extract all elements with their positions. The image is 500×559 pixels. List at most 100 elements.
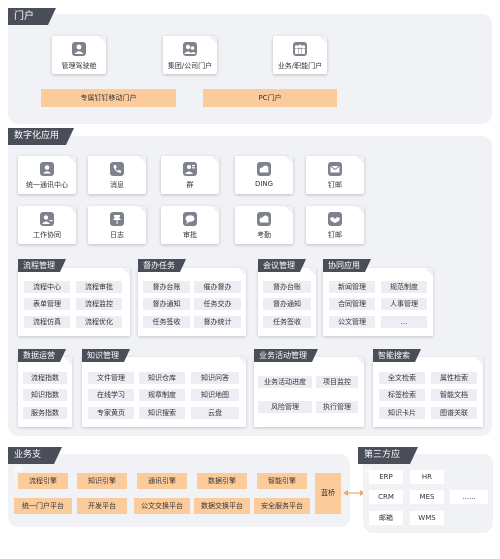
app-unified-comm[interactable]: 统一通讯中心 [18,156,76,194]
third-item-mailbox[interactable]: 邮箱 [369,511,403,525]
app-label: 消息 [110,181,124,189]
flow-item[interactable]: 流程优化 [76,316,122,328]
engine-flow[interactable]: 流程引擎 [18,473,68,489]
engine-knowledge[interactable]: 知识引擎 [77,473,127,489]
third-item-hr[interactable]: HR [410,470,444,484]
app-attendance[interactable]: 考勤 [235,206,293,244]
mobile-portal-bar[interactable]: 专属钉钉移动门户 [41,89,176,107]
app-log[interactable]: 日志 [88,206,146,244]
phone-icon [110,162,124,176]
flow-item[interactable]: 流程仿真 [24,316,70,328]
app-group[interactable]: 群 [161,156,219,194]
collab-item[interactable]: 公文管理 [329,316,375,328]
search-item[interactable]: 知识卡片 [379,407,425,419]
search-item[interactable]: 智能文档 [431,389,477,401]
bizprog-item[interactable]: 风险管理 [258,401,312,413]
supervise-item[interactable]: 催办督办 [194,281,241,293]
knowledge-item[interactable]: 专家黄页 [88,407,134,419]
collab-item[interactable]: 合同管理 [329,298,375,310]
ops-item[interactable]: 流程指数 [23,372,67,384]
knowledge-item[interactable]: 知识仓库 [139,372,185,384]
app-mail[interactable]: 钉邮 [306,156,364,194]
bizprog-item[interactable]: 业务活动进度 [258,376,312,388]
platform-data-exchange[interactable]: 数据交换平台 [194,498,250,514]
bridge-block[interactable]: 蓝桥 [315,473,341,514]
collab-item[interactable]: 人事管理 [381,298,427,310]
knowledge-item[interactable]: 知识搜索 [139,407,185,419]
knowledge-item[interactable]: 文件管理 [88,372,134,384]
third-title: 第三方应用 [358,447,418,477]
meeting-item[interactable]: 督办台账 [263,281,311,293]
search-item[interactable]: 全文检索 [379,372,425,384]
collab-item[interactable]: ... [381,316,427,328]
section-supervise-title: 督办任务 [138,259,186,272]
portal-card-group[interactable]: 集团/公司门户 [163,36,217,74]
meeting-item[interactable]: 督办通知 [263,298,311,310]
search-item[interactable]: 图谱关联 [431,407,477,419]
portal-card-business[interactable]: 业务/职能门户 [273,36,327,74]
portal-card-label: 集团/公司门户 [167,62,213,70]
app-ding[interactable]: DING [235,156,293,194]
section-knowledge-title: 知识管理 [82,349,130,362]
ops-item[interactable]: 服务指数 [23,407,67,419]
knowledge-item[interactable]: 在线学习 [88,389,134,401]
collab-icon [40,212,54,226]
app-label: 工作协同 [33,231,61,239]
third-item-wms[interactable]: WMS [410,511,444,525]
supervise-item[interactable]: 任务交办 [194,298,241,310]
handshake-icon [328,212,342,226]
app-mail-2[interactable]: 钉邮 [306,206,364,244]
flow-item[interactable]: 流程监控 [76,298,122,310]
ops-item[interactable]: 知识指数 [23,389,67,401]
search-item[interactable]: 属性检索 [431,372,477,384]
app-label: DING [254,180,274,188]
chat-icon [183,212,197,226]
section-ops-title: 数据运营 [18,349,66,362]
app-label: 钉邮 [328,231,342,239]
app-label: 群 [186,181,194,189]
flow-item[interactable]: 流程中心 [24,281,70,293]
bridge-arrow [343,490,365,496]
platform-doc-exchange[interactable]: 公文交换平台 [134,498,190,514]
app-collab[interactable]: 工作协同 [18,206,76,244]
collab-item[interactable]: 新闻管理 [329,281,375,293]
support-title: 业务支撑 [8,447,62,477]
user-icon [72,42,86,56]
app-approve[interactable]: 审批 [161,206,219,244]
knowledge-item[interactable]: 规章制度 [139,389,185,401]
search-item[interactable]: 标签检索 [379,389,425,401]
flow-item[interactable]: 表单管理 [24,298,70,310]
third-item-crm[interactable]: CRM [369,490,403,504]
app-label: 审批 [183,231,197,239]
platform-security[interactable]: 安全服务平台 [254,498,310,514]
knowledge-item[interactable]: 知识地图 [191,389,239,401]
cloud-icon [257,212,271,226]
bizprog-item[interactable]: 项目监控 [316,376,358,388]
supervise-item[interactable]: 任务签收 [143,316,190,328]
meeting-item[interactable]: 任务签收 [263,316,311,328]
app-label: 钉邮 [328,181,342,189]
supervise-item[interactable]: 督办台账 [143,281,190,293]
knowledge-item[interactable]: 云盘 [191,407,239,419]
portal-card-label: 管理驾驶舱 [61,62,97,70]
pc-portal-bar[interactable]: PC门户 [203,89,337,107]
engine-ai[interactable]: 智能引擎 [257,473,307,489]
third-item-more[interactable]: ...... [450,490,488,504]
mail-icon [328,162,342,176]
supervise-item[interactable]: 督办统计 [194,316,241,328]
platform-portal[interactable]: 统一门户平台 [14,498,72,514]
flow-item[interactable]: 流程审批 [76,281,122,293]
supervise-item[interactable]: 督办通知 [143,298,190,310]
team-icon [293,42,307,56]
portal-card-cockpit[interactable]: 管理驾驶舱 [52,36,106,74]
third-item-erp[interactable]: ERP [369,470,403,484]
collab-item[interactable]: 规范制度 [381,281,427,293]
bizprog-item[interactable]: 执行管理 [316,401,358,413]
app-message[interactable]: 消息 [88,156,146,194]
platform-dev[interactable]: 开发平台 [77,498,127,514]
knowledge-item[interactable]: 知识问答 [191,372,239,384]
engine-data[interactable]: 数据引擎 [197,473,247,489]
third-item-mes[interactable]: MES [410,490,444,504]
engine-comm[interactable]: 通讯引擎 [137,473,187,489]
apps-title: 数字化应用 [8,128,74,145]
